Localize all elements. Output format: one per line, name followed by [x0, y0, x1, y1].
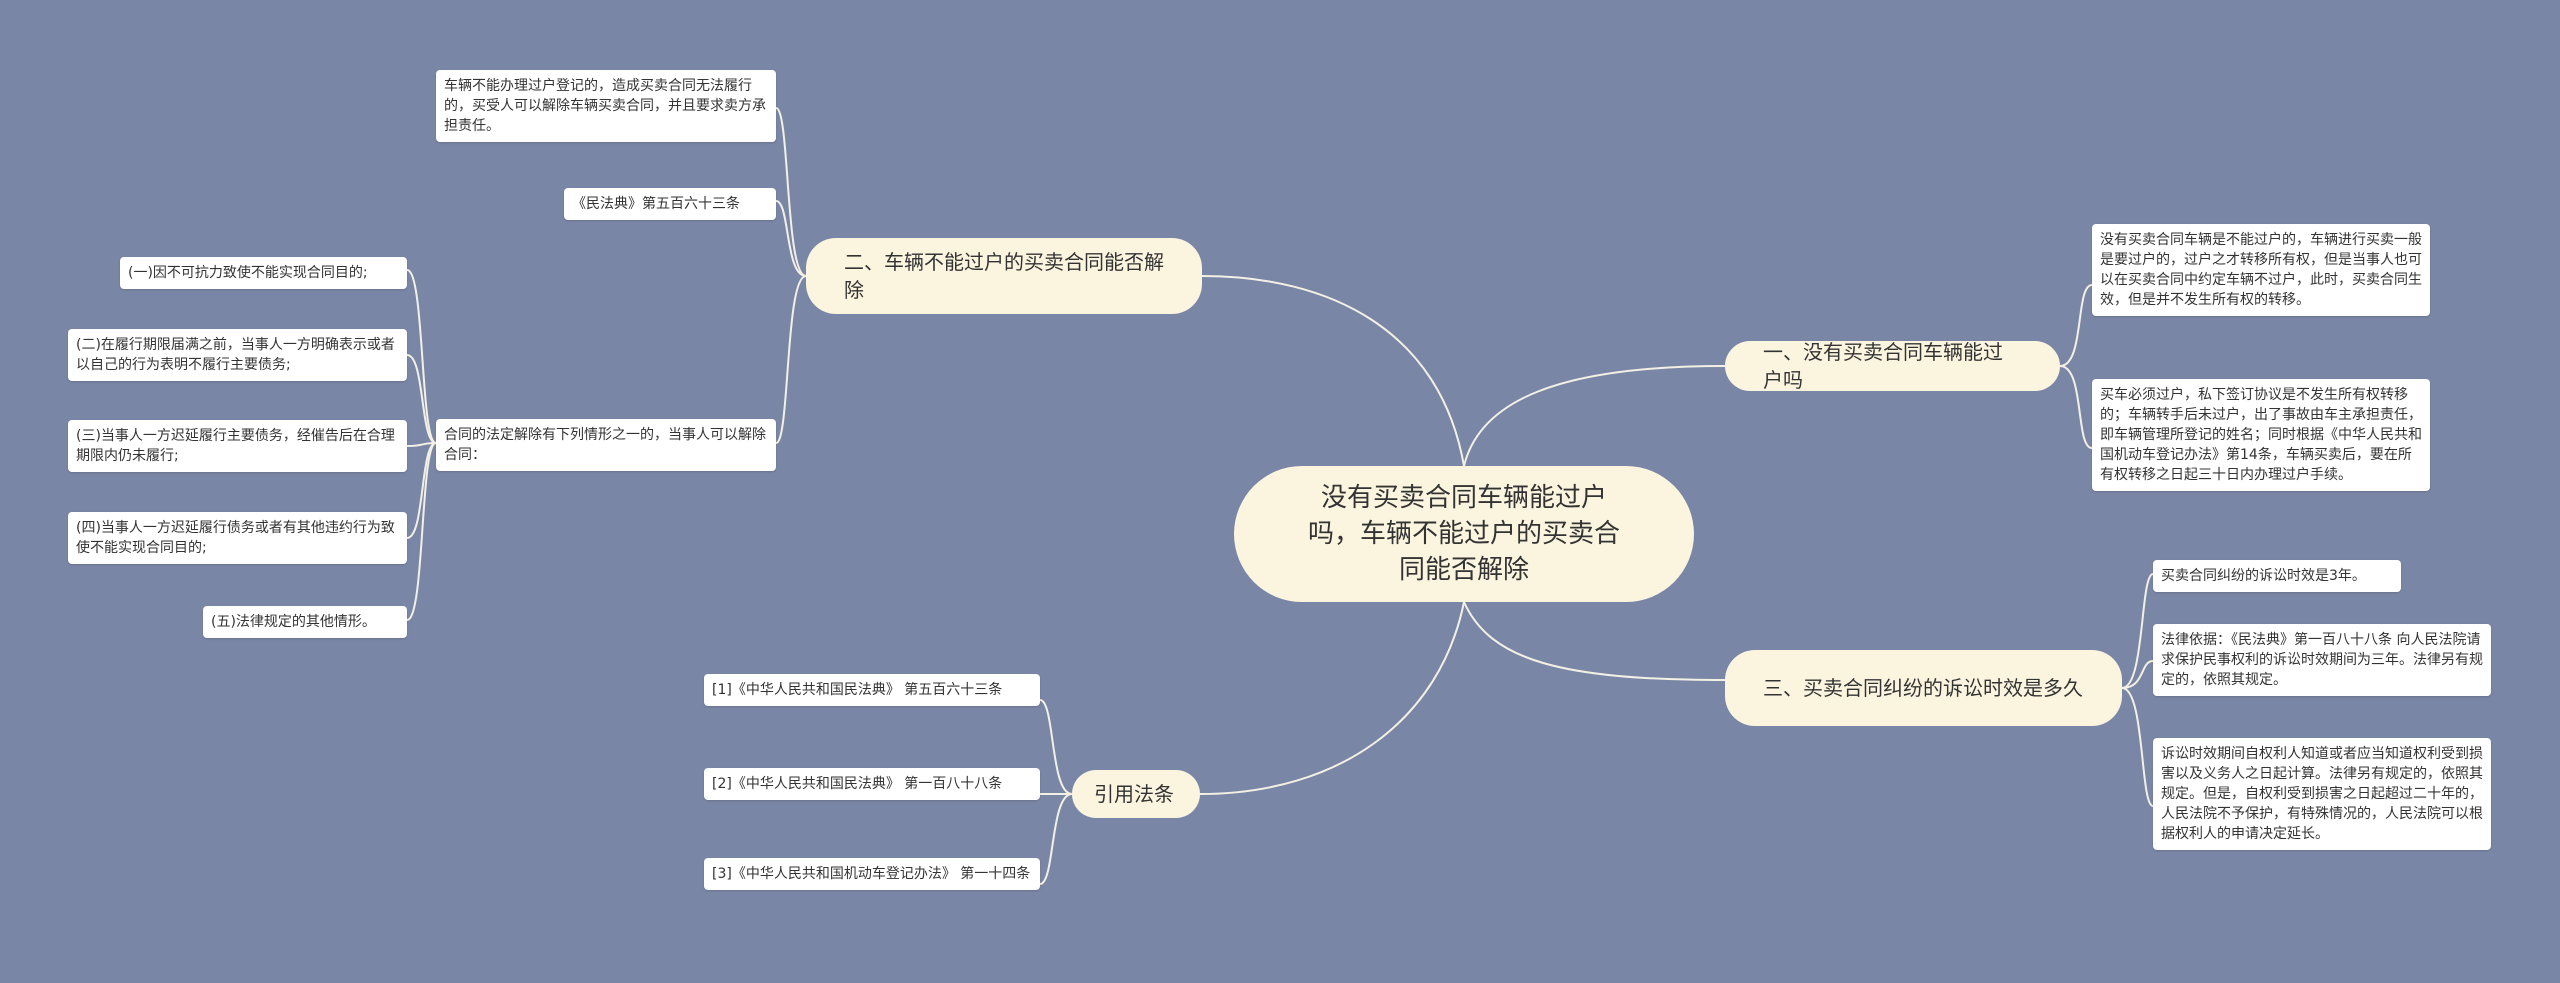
leaf-citation-2: [2]《中华人民共和国民法典》 第一百八十八条	[704, 768, 1040, 800]
link-b2-l3	[775, 275, 807, 444]
leaf-b2-1: 车辆不能办理过户登记的，造成买卖合同无法履行的，买受人可以解除车辆买卖合同，并且…	[436, 70, 776, 142]
branch-citations[interactable]: 引用法条	[1072, 770, 1200, 818]
link-b1-l2	[2059, 365, 2093, 449]
link-sub-3	[406, 442, 437, 447]
link-b4-l3	[1039, 793, 1073, 885]
leaf-b3-1: 买卖合同纠纷的诉讼时效是3年。	[2153, 560, 2401, 592]
leaf-citation-1: [1]《中华人民共和国民法典》 第五百六十三条	[704, 674, 1040, 706]
link-b2-l2	[775, 200, 807, 277]
link-b1-l1	[2059, 284, 2093, 367]
leaf-b2sub-2: (二)在履行期限届满之前，当事人一方明确表示或者以自己的行为表明不履行主要债务;	[68, 329, 407, 381]
leaf-b3-2: 法律依据：《民法典》第一百八十八条 向人民法院请求保护民事权利的诉讼时效期间为三…	[2153, 624, 2491, 696]
leaf-b2sub-1: (一)因不可抗力致使不能实现合同目的;	[120, 257, 407, 289]
root-topic[interactable]: 没有买卖合同车辆能过户吗，车辆不能过户的买卖合同能否解除	[1234, 466, 1694, 602]
leaf-b3-3: 诉讼时效期间自权利人知道或者应当知道权利受到损害以及义务人之日起计算。法律另有规…	[2153, 738, 2491, 850]
leaf-b2sub-5: (五)法律规定的其他情形。	[203, 606, 407, 638]
leaf-b1-1: 没有买卖合同车辆是不能过户的，车辆进行买卖一般是要过户的，过户之才转移所有权，但…	[2092, 224, 2430, 316]
link-root-b2	[1201, 275, 1465, 467]
branch-1[interactable]: 一、没有买卖合同车辆能过户吗	[1725, 340, 2060, 392]
branch-2[interactable]: 二、车辆不能过户的买卖合同能否解除	[806, 238, 1202, 314]
leaf-b2sub-4: (四)当事人一方迟延履行债务或者有其他违约行为致使不能实现合同目的;	[68, 512, 407, 564]
link-sub-1	[406, 269, 437, 444]
leaf-b2-3: 合同的法定解除有下列情形之一的，当事人可以解除合同：	[436, 419, 776, 471]
link-sub-2	[406, 354, 437, 444]
leaf-citation-3: [3]《中华人民共和国机动车登记办法》 第一十四条	[704, 858, 1040, 890]
link-b4-l1	[1039, 699, 1073, 795]
link-root-b4	[1199, 601, 1465, 795]
leaf-b2sub-3: (三)当事人一方迟延履行主要债务，经催告后在合理期限内仍未履行;	[68, 420, 407, 472]
link-sub-4	[406, 442, 437, 539]
link-b3-l2	[2121, 660, 2154, 689]
branch-3[interactable]: 三、买卖合同纠纷的诉讼时效是多久	[1725, 650, 2122, 726]
leaf-b2-2: 《民法典》第五百六十三条	[564, 188, 776, 220]
link-root-b3	[1463, 601, 1726, 681]
link-sub-5	[406, 442, 437, 621]
leaf-b1-2: 买车必须过户，私下签订协议是不发生所有权转移的；车辆转手后未过户，出了事故由车主…	[2092, 379, 2430, 491]
link-b3-l3	[2121, 687, 2154, 807]
link-b2-l1	[775, 107, 807, 277]
link-b3-l1	[2121, 573, 2154, 689]
link-root-b1	[1463, 365, 1726, 467]
